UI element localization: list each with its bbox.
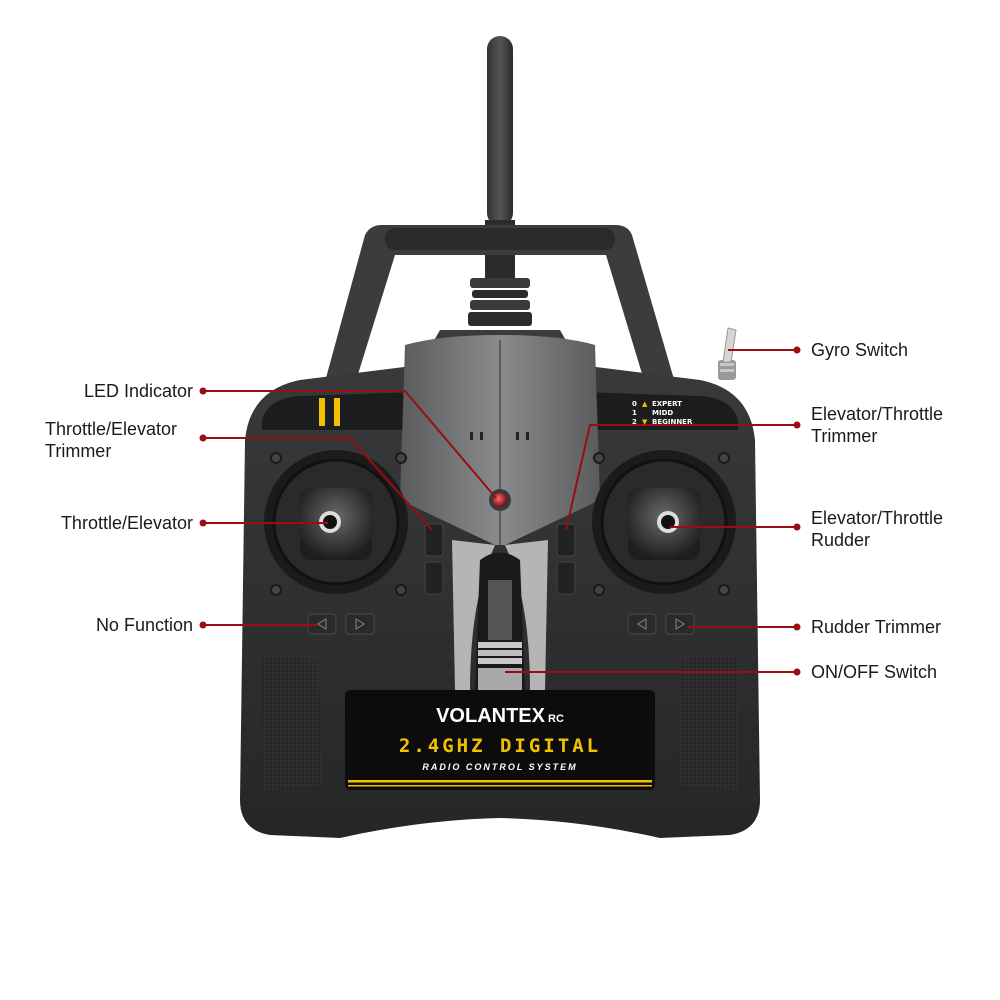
label-led-indicator: LED Indicator (83, 381, 193, 401)
left-horizontal-trimmer[interactable] (307, 613, 375, 635)
left-vertical-trimmer[interactable] (424, 523, 444, 595)
label-rudder-trimmer: Rudder Trimmer (811, 617, 942, 637)
label-gyro-switch: Gyro Switch (811, 340, 909, 360)
right-horizontal-trimmer[interactable] (627, 613, 695, 635)
mode-label: EXPERT (652, 400, 682, 408)
yellow-stripe (334, 398, 340, 426)
on-off-switch[interactable] (478, 642, 522, 690)
callout-lines (203, 349, 797, 673)
left-stick-gimbal[interactable] (264, 450, 408, 594)
brand-plate (345, 690, 655, 790)
label-on-off-switch: ON/OFF Switch (811, 662, 938, 682)
label-throttle-elevator: Throttle/Elevator (60, 513, 193, 533)
antenna (468, 36, 532, 326)
carry-handle (320, 225, 680, 400)
frequency-label: 2.4GHZ DIGITAL (398, 735, 602, 757)
label-throttle-elevator-trimmer: Throttle/Elevator Trimmer (45, 419, 178, 461)
brand-suffix: RC (548, 713, 564, 725)
yellow-stripe (319, 398, 325, 426)
mode-label: BEGINNER (652, 418, 693, 426)
gyro-switch[interactable] (718, 327, 737, 380)
flight-mode-panel: 0 ▲ EXPERT 1 MIDD 2 ▼ BEGINNER (632, 400, 692, 427)
up-arrow-icon: ▲ (642, 400, 648, 408)
mode-label: MIDD (652, 409, 674, 417)
label-no-function: No Function (95, 615, 193, 635)
label-elevator-throttle-trimmer: Elevator/Throttle Trimmer (811, 404, 944, 446)
down-arrow-icon: ▼ (642, 418, 648, 426)
brand-name: VOLANTEX (436, 705, 545, 727)
mode-row-midd: 1 MIDD (632, 409, 692, 418)
callout-dots (199, 346, 801, 676)
screws (270, 452, 730, 596)
mode-number: 0 (632, 400, 637, 408)
led-indicator (489, 489, 511, 511)
mode-number: 2 (632, 418, 637, 426)
mode-row-beginner: 2 ▼ BEGINNER (632, 418, 692, 427)
right-vertical-trimmer[interactable] (556, 523, 576, 595)
right-stick-gimbal[interactable] (592, 450, 736, 594)
label-elevator-throttle-rudder: Elevator/Throttle Rudder (811, 508, 944, 550)
mode-row-expert: 0 ▲ EXPERT (632, 400, 692, 409)
mode-number: 1 (632, 409, 637, 417)
product-subtitle: RADIO CONTROL SYSTEM (422, 762, 578, 772)
